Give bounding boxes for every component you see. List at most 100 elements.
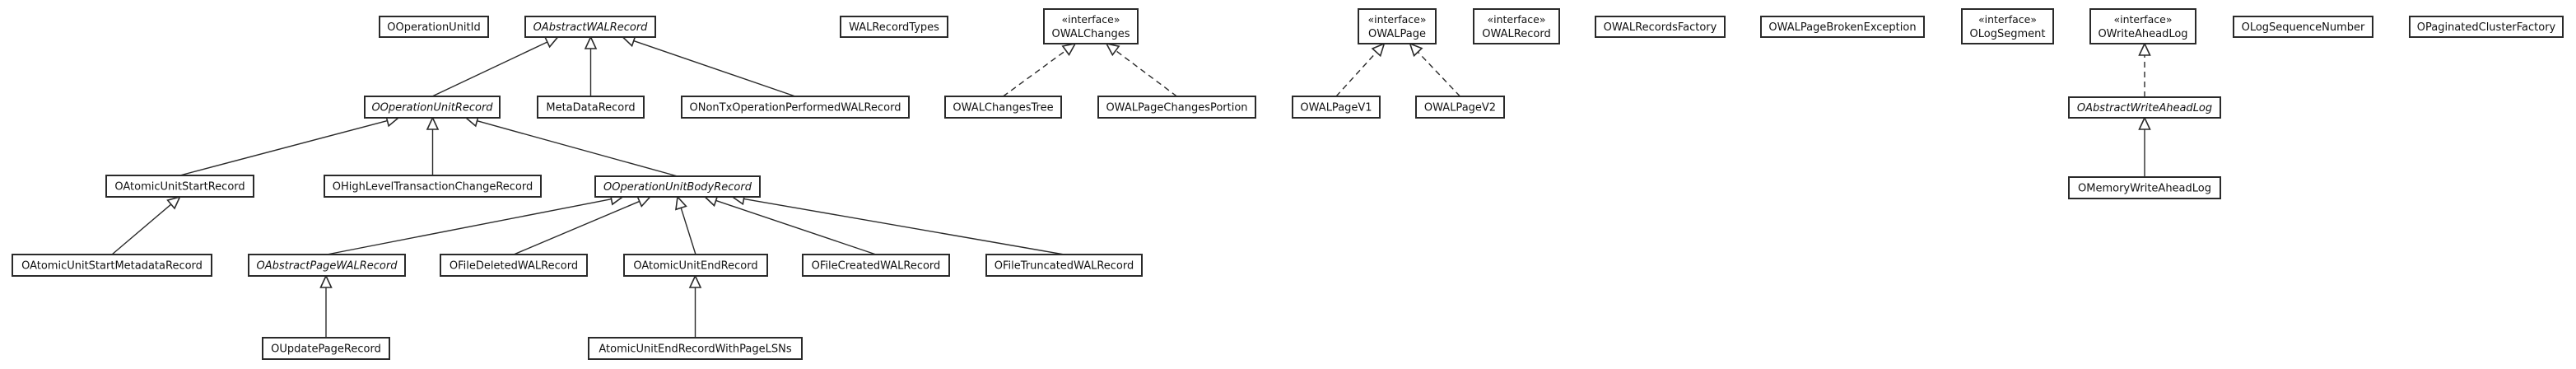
- class-node-ONonTxOperationPerformedWALRecord[interactable]: ONonTxOperationPerformedWALRecord: [681, 96, 910, 119]
- class-node-OFileTruncatedWALRecord[interactable]: OFileTruncatedWALRecord: [985, 254, 1143, 277]
- hollow-triangle-arrowhead-icon: [584, 35, 598, 49]
- hollow-triangle-arrowhead-icon: [1105, 42, 1120, 57]
- class-name-label: OAtomicUnitStartRecord: [114, 181, 245, 194]
- class-name-label: OWALPage: [1368, 28, 1426, 40]
- class-name-label: AtomicUnitEndRecordWithPageLSNs: [599, 343, 791, 356]
- implements-edge-OWALPageV2-to-OWALPage: [1409, 42, 1461, 97]
- class-name-label: OAbstractWALRecord: [533, 21, 649, 34]
- hollow-triangle-arrowhead-icon: [319, 274, 333, 288]
- hollow-triangle-arrowhead-icon: [2138, 42, 2151, 56]
- class-node-OWALChanges[interactable]: «interface»OWALChanges: [1043, 8, 1139, 44]
- class-node-OMemoryWriteAheadLog[interactable]: OMemoryWriteAheadLog: [2068, 176, 2221, 199]
- class-node-OWriteAheadLog[interactable]: «interface»OWriteAheadLog: [2089, 8, 2196, 44]
- class-name-label: OOperationUnitRecord: [371, 102, 493, 114]
- extends-edge-OHighLevelTransactionChangeRecord-to-OOperationUnitRecord: [426, 116, 440, 175]
- hollow-triangle-arrowhead-icon: [543, 36, 560, 49]
- extends-edge-OOperationUnitRecord-to-OAbstractWALRecord: [431, 36, 560, 97]
- class-name-label: OFileCreatedWALRecord: [812, 260, 941, 273]
- class-node-AtomicUnitEndRecordWithPageLSNs[interactable]: AtomicUnitEndRecordWithPageLSNs: [588, 337, 803, 360]
- hollow-triangle-arrowhead-icon: [1409, 42, 1423, 58]
- class-name-label: OAtomicUnitStartMetadataRecord: [21, 260, 203, 273]
- class-node-OLogSegment[interactable]: «interface» OLogSegment: [1961, 8, 2054, 44]
- hollow-triangle-arrowhead-icon: [675, 195, 687, 211]
- class-node-OWALPageV1[interactable]: OWALPageV1: [1292, 96, 1381, 119]
- class-name-label: OPaginatedClusterFactory: [2417, 21, 2556, 34]
- stereotype-label: «interface»: [1978, 13, 2037, 26]
- class-node-WALRecordTypes[interactable]: WALRecordTypes: [840, 16, 948, 38]
- extends-edge-OOperationUnitBodyRecord-to-OOperationUnitRecord: [464, 114, 678, 177]
- extends-edge-AtomicUnitEndRecordWithPageLSNs-to-OAtomicUnitEndRecord: [688, 274, 702, 338]
- implements-edge-OWALChangesTree-to-OWALChanges: [1003, 42, 1077, 97]
- class-node-OPaginatedClusterFactory[interactable]: OPaginatedClusterFactory: [2409, 16, 2564, 38]
- stereotype-label: «interface»: [1061, 13, 1120, 26]
- extends-edge-OAtomicUnitStartRecord-to-OOperationUnitRecord: [179, 114, 400, 176]
- class-node-OWALPageBrokenException[interactable]: OWALPageBrokenException: [1760, 16, 1925, 38]
- class-node-OWALRecordsFactory[interactable]: OWALRecordsFactory: [1595, 16, 1726, 38]
- hollow-triangle-arrowhead-icon: [688, 274, 702, 288]
- class-name-label: WALRecordTypes: [849, 21, 939, 34]
- class-node-OFileCreatedWALRecord[interactable]: OFileCreatedWALRecord: [802, 254, 950, 277]
- class-name-label: OFileTruncatedWALRecord: [995, 260, 1134, 273]
- class-node-OAbstractWriteAheadLog[interactable]: OAbstractWriteAheadLog: [2068, 96, 2221, 119]
- extends-edge-OAbstractPageWALRecord-to-OOperationUnitBodyRecord: [326, 193, 625, 255]
- implements-edge-OWALPageChangesPortion-to-OWALChanges: [1105, 42, 1177, 97]
- class-name-label: OWALChangesTree: [953, 102, 1053, 114]
- class-node-OAtomicUnitEndRecord[interactable]: OAtomicUnitEndRecord: [623, 254, 768, 277]
- implements-edge-OAbstractWriteAheadLog-to-OWriteAheadLog: [2138, 42, 2151, 97]
- extends-edge-OUpdatePageRecord-to-OAbstractPageWALRecord: [319, 274, 333, 338]
- class-node-OWALChangesTree[interactable]: OWALChangesTree: [944, 96, 1062, 119]
- class-name-label: OUpdatePageRecord: [271, 343, 381, 356]
- implements-edge-OWALPageV1-to-OWALPage: [1335, 42, 1386, 97]
- hollow-triangle-arrowhead-icon: [426, 116, 440, 130]
- class-name-label: OMemoryWriteAheadLog: [2078, 183, 2211, 195]
- class-name-label: OWALPageChangesPortion: [1106, 102, 1247, 114]
- class-name-label: OWALPageV1: [1300, 102, 1372, 114]
- stereotype-label: «interface»: [1487, 13, 1545, 26]
- extends-edge-OFileCreatedWALRecord-to-OOperationUnitBodyRecord: [703, 194, 877, 255]
- class-name-label: OLogSegment: [1970, 28, 2046, 40]
- class-name-label: OLogSequenceNumber: [2242, 21, 2365, 34]
- extends-edge-ONonTxOperationPerformedWALRecord-to-OAbstractWALRecord: [621, 35, 796, 97]
- class-name-label: OWALRecordsFactory: [1604, 21, 1717, 34]
- class-node-OOperationUnitBodyRecord[interactable]: OOperationUnitBodyRecord: [594, 175, 761, 198]
- class-node-OWALRecord[interactable]: «interface» OWALRecord: [1473, 8, 1560, 44]
- class-name-label: OWALRecord: [1482, 28, 1550, 40]
- class-name-label: MetaDataRecord: [546, 102, 635, 114]
- class-node-OWALPageChangesPortion[interactable]: OWALPageChangesPortion: [1097, 96, 1256, 119]
- class-node-OAtomicUnitStartMetadataRecord[interactable]: OAtomicUnitStartMetadataRecord: [12, 254, 212, 277]
- stereotype-label: «interface»: [2113, 13, 2172, 26]
- class-name-label: ONonTxOperationPerformedWALRecord: [690, 102, 901, 114]
- class-node-OOperationUnitId[interactable]: OOperationUnitId: [379, 16, 489, 38]
- class-node-OAbstractWALRecord[interactable]: OAbstractWALRecord: [524, 16, 656, 38]
- class-node-OAbstractPageWALRecord[interactable]: OAbstractPageWALRecord: [248, 254, 406, 277]
- stereotype-label: «interface»: [1367, 13, 1426, 26]
- class-node-OHighLevelTransactionChangeRecord[interactable]: OHighLevelTransactionChangeRecord: [324, 175, 542, 198]
- extends-edge-OAtomicUnitEndRecord-to-OOperationUnitBodyRecord: [675, 195, 696, 255]
- hollow-triangle-arrowhead-icon: [2138, 116, 2151, 130]
- hollow-triangle-arrowhead-icon: [1061, 42, 1077, 56]
- class-node-OLogSequenceNumber[interactable]: OLogSequenceNumber: [2233, 16, 2373, 38]
- class-name-label: OWALPageV2: [1424, 102, 1496, 114]
- class-name-label: OWALPageBrokenException: [1768, 21, 1916, 34]
- extends-edge-OAtomicUnitStartMetadataRecord-to-OAtomicUnitStartRecord: [111, 195, 181, 255]
- extends-edge-OFileTruncatedWALRecord-to-OOperationUnitBodyRecord: [730, 192, 1064, 255]
- class-node-OWALPageV2[interactable]: OWALPageV2: [1415, 96, 1505, 119]
- class-node-OWALPage[interactable]: «interface» OWALPage: [1358, 8, 1437, 44]
- hollow-triangle-arrowhead-icon: [166, 195, 181, 210]
- class-name-label: OHighLevelTransactionChangeRecord: [333, 181, 533, 194]
- hollow-triangle-arrowhead-icon: [636, 195, 652, 208]
- class-node-OOperationUnitRecord[interactable]: OOperationUnitRecord: [364, 96, 501, 119]
- hollow-triangle-arrowhead-icon: [1371, 42, 1386, 58]
- class-node-OUpdatePageRecord[interactable]: OUpdatePageRecord: [262, 337, 390, 360]
- class-name-label: OOperationUnitBodyRecord: [603, 181, 752, 194]
- class-name-label: OAbstractPageWALRecord: [257, 260, 398, 273]
- class-node-OAtomicUnitStartRecord[interactable]: OAtomicUnitStartRecord: [105, 175, 254, 198]
- class-name-label: OFileDeletedWALRecord: [450, 260, 578, 273]
- class-node-MetaDataRecord[interactable]: MetaDataRecord: [537, 96, 645, 119]
- class-node-OFileDeletedWALRecord[interactable]: OFileDeletedWALRecord: [440, 254, 588, 277]
- class-name-label: OAtomicUnitEndRecord: [633, 260, 757, 273]
- extends-edge-MetaDataRecord-to-OAbstractWALRecord: [584, 35, 598, 96]
- class-name-label: OOperationUnitId: [387, 21, 480, 34]
